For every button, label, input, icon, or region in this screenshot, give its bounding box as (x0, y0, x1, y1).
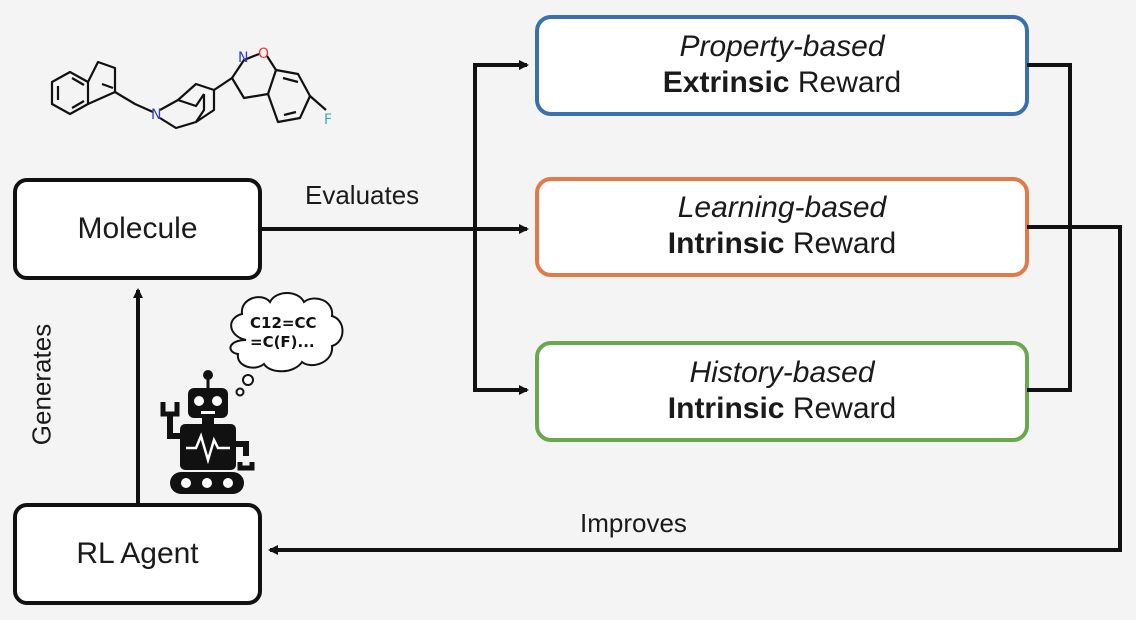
fluorine-atom-label: F (324, 112, 332, 128)
robot-icon (160, 370, 255, 494)
learning-reward-suffix: Reward (792, 227, 897, 260)
history-reward-suffix: Reward (792, 392, 897, 425)
history-reward-title: Intrinsic Reward (542, 391, 1022, 427)
history-reward-label: History-based Intrinsic Reward (542, 355, 1022, 427)
thought-bubble-icon (229, 292, 344, 397)
generates-label: Generates (26, 323, 57, 446)
history-reward-kind: Intrinsic (667, 392, 785, 425)
learning-reward-label: Learning-based Intrinsic Reward (542, 190, 1022, 262)
learning-reward-qualifier: Learning-based (677, 191, 887, 224)
thought-line-1: C12=CC (250, 314, 317, 332)
thought-line-2: =C(F)... (250, 333, 315, 351)
property-reward-suffix: Reward (797, 66, 902, 99)
learning-reward-kind: Intrinsic (667, 227, 785, 260)
learning-reward-title: Intrinsic Reward (542, 226, 1022, 262)
history-reward-qualifier: History-based (689, 356, 875, 389)
property-reward-qualifier: Property-based (679, 30, 885, 63)
piperidine-nitrogen-label: N (151, 107, 161, 123)
improves-label: Improves (580, 508, 687, 538)
evaluates-arrows (260, 60, 529, 395)
property-reward-title: Extrinsic Reward (542, 65, 1022, 101)
evaluates-label: Evaluates (305, 180, 420, 210)
property-reward-label: Property-based Extrinsic Reward (542, 29, 1022, 101)
isoxazole-nitrogen-label: N (238, 50, 248, 66)
thought-bubble-text: C12=CC =C(F)... (250, 314, 316, 352)
property-reward-kind: Extrinsic (662, 66, 790, 99)
oxygen-atom-label: O (258, 46, 269, 62)
molecule-label: Molecule (77, 212, 198, 245)
improves-arrows (268, 63, 1122, 555)
molecule-structure-icon (50, 52, 327, 130)
rl-agent-label: RL Agent (76, 537, 199, 570)
